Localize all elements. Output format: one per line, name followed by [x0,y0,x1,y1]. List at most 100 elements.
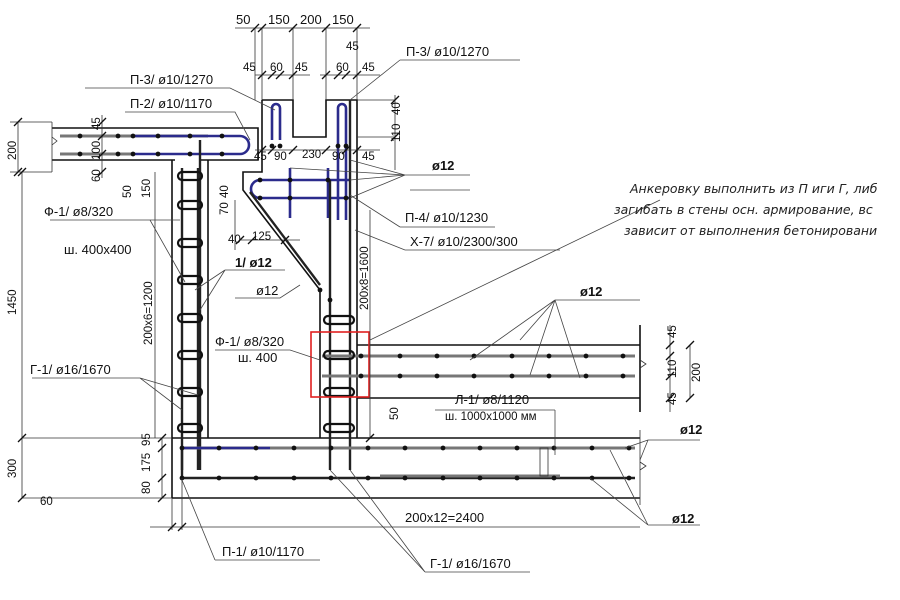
dim-60a: 60 [270,62,283,74]
rebar-dot [77,133,83,139]
dimension-tick [247,235,257,245]
dim-d200-r: 200 [691,363,703,382]
rotated-dims: 40 110 200 45 100 60 50 150 40 70 1450 2… [7,102,703,494]
rebar-dot [155,133,161,139]
dim-d200x6: 200x6=1200 [143,281,155,345]
dimension-tick [288,145,298,155]
dimension-tick [97,131,107,141]
rebar-dot [397,353,403,359]
stirrup [322,386,356,398]
dim-d80: 80 [141,481,153,494]
rebar-dot [514,445,520,451]
dimension-tick [288,70,298,80]
rebar-dot [287,195,293,201]
stirrup [322,422,356,434]
rebar-dots [77,133,632,481]
dim-d45-r2: 45 [667,392,679,405]
note-line-2: загибать в стены осн. армирование, вс [614,202,873,217]
dimension-tick [352,23,362,33]
rebar-dot [216,445,222,451]
dim-d125: 125 [252,231,271,243]
dimension-tick [157,443,167,453]
dimension-tick [685,340,695,350]
rebar-dot [440,475,446,481]
stirrup [176,199,204,211]
dim-45a: 45 [243,62,256,74]
label-g1-left: Г-1/ ø16/1670 [30,362,111,377]
dimension-tick [665,351,675,361]
dim-d200x8: 200x8=1600 [359,246,371,310]
rebar-dot [546,353,552,359]
dim-d100-left: 100 [91,141,103,160]
rebar-dot [327,297,333,303]
dimension-tick [321,23,331,33]
label-g1-bottom: Г-1/ ø16/1670 [430,556,511,571]
dim-200: 200 [300,12,322,27]
dimension-tick [157,493,167,503]
rebar-dot [434,353,440,359]
note-line-3: зависит от выполнения бетонировани [624,223,877,238]
dimension-tick [97,167,107,177]
rebar-dot [325,177,331,183]
dimension-tick [321,145,331,155]
rebar-dot [551,445,557,451]
dimension-tick [257,70,267,80]
stirrup [176,349,204,361]
label-p4: П-4/ ø10/1230 [405,210,488,225]
dim-d45-left: 45 [91,117,103,130]
rebar-dot [187,133,193,139]
label-p3-left: П-3/ ø10/1270 [130,72,213,87]
dimension-tick [17,433,27,443]
label-1-phi12: 1/ ø12 [235,255,272,270]
dim-d230: 230 [302,149,321,161]
rebar-dot [509,373,515,379]
rebar-dot [397,373,403,379]
stirrup [322,314,356,326]
rebar-dot [343,195,349,201]
dimension-tick [267,145,277,155]
rebar-dot [317,287,323,293]
rebar-dot [583,373,589,379]
dim-50: 50 [236,12,250,27]
dim-d90a: 90 [274,151,287,163]
highlight-box [310,331,370,398]
label-phi12-bottom: ø12 [672,511,694,526]
dimension-tick [365,433,375,443]
dimension-tick [157,473,167,483]
rebar-dot [620,373,626,379]
label-p3-right: П-3/ ø10/1270 [406,44,489,59]
dim-d40-top: 40 [391,102,403,115]
dimension-tick [235,235,245,245]
dim-d50: 50 [122,185,134,198]
dim-150b: 150 [332,12,354,27]
dimension-tick [257,145,267,155]
rebar-dot [219,151,225,157]
rebar-dot [514,475,520,481]
dim-d110-r: 110 [667,360,679,378]
dimension-tick [390,95,400,105]
rebar-dot [257,177,263,183]
dimension-tick [250,23,260,33]
rebar-dot [155,151,161,157]
rebar-dot [115,133,121,139]
dimension-tick [267,70,277,80]
dim-45d: 45 [346,41,359,53]
rebar-dot [546,373,552,379]
dimension-ticks [13,23,695,532]
anchoring-note: Анкеровку выполнить из П иги Г, либ заги… [614,181,878,238]
dimension-tick [13,167,23,177]
rebar-dot [253,445,259,451]
dim-45c: 45 [362,62,375,74]
dim-d45a: 45 [254,151,267,163]
rebar-dot [589,445,595,451]
rebar-dot [589,475,595,481]
dimension-tick [352,70,362,80]
rebar-dot [365,475,371,481]
label-phi12-right: ø12 [680,422,702,437]
dimension-tick [177,522,187,532]
dimension-lines [10,27,691,530]
rebar-dot [291,445,297,451]
rebar-dot [620,353,626,359]
dim-d40b: 40 [219,185,231,198]
